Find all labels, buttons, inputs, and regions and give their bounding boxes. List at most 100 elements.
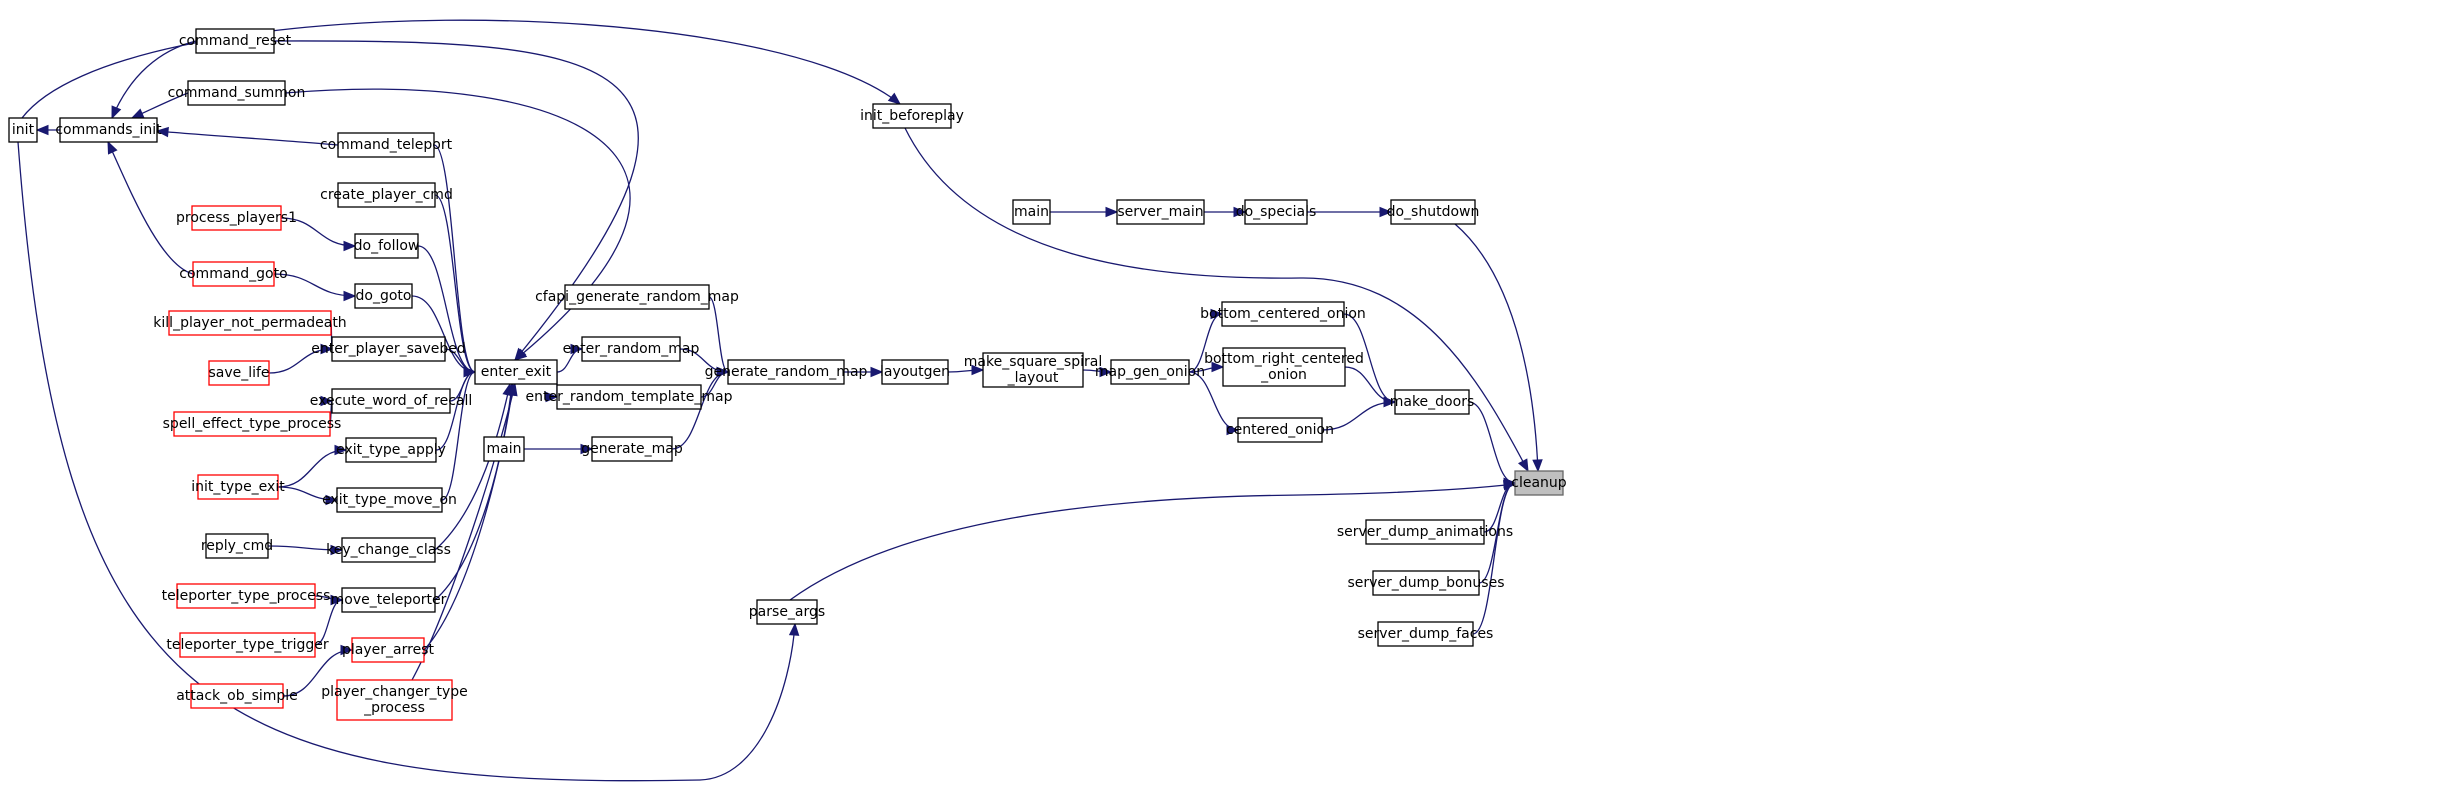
arrowhead [1503,477,1517,489]
node-main-b[interactable]: main [1012,199,1051,225]
edge-attack_ob_simple-to-player_arrest [282,644,354,697]
node-box [1222,347,1346,387]
node-kill-player-not-permadeath[interactable]: kill_player_not_permadeath [153,310,347,336]
node-create-player-cmd[interactable]: create_player_cmd [320,182,453,208]
node-box [173,411,331,437]
node-label: teleporter_type_trigger [166,637,328,653]
node-box [1394,389,1470,415]
node-label: do_shutdown [1387,204,1480,220]
node-init[interactable]: init [8,117,38,143]
arrowhead [320,343,334,355]
node-exit-type-apply[interactable]: exit_type_apply [336,437,446,463]
edge-line [423,383,514,651]
node-box [337,182,436,208]
edge-command_summon-to-enter_exit [284,88,631,361]
arrowhead [580,443,594,455]
node-command-goto[interactable]: command_goto [179,261,288,287]
node-centered-onion[interactable]: centered_onion [1226,417,1334,443]
node-init-type-exit[interactable]: init_type_exit [191,474,285,500]
edge-do_specials-to-do_shutdown [1307,206,1393,218]
node-init-beforeplay[interactable]: init_beforeplay [860,103,964,129]
node-player-changer-type-process[interactable]: player_changer_type_process [321,679,468,721]
node-enter-player-savebed[interactable]: enter_player_savebed [311,336,466,362]
node-map-gen-onion[interactable]: map_gen_onion [1095,359,1205,385]
node-box [1244,199,1308,225]
edge-line [17,141,796,782]
node-generate-map[interactable]: generate_map [581,436,683,462]
node-enter-random-template-map[interactable]: enter_random_template_map [526,384,733,410]
node-do-shutdown[interactable]: do_shutdown [1387,199,1480,225]
edge-make_square_spiral_layout-to-map_gen_onion [1082,366,1113,378]
node-attack-ob-simple[interactable]: attack_ob_simple [176,683,298,709]
node-box [191,205,282,231]
node-cfapi-generate-random-map[interactable]: cfapi_generate_random_map [535,284,739,310]
node-label: save_life [208,365,269,381]
node-commands-init[interactable]: commands_init [55,117,162,143]
node-cleanup[interactable]: cleanup [1511,470,1567,496]
node-command-summon[interactable]: command_summon [168,80,306,106]
node-enter-exit[interactable]: enter_exit [474,359,558,385]
node-main-a[interactable]: main [483,436,525,462]
edge-map_gen_onion-to-bottom_centered_onion [1188,308,1224,373]
node-save-life[interactable]: save_life [208,360,270,386]
node-bottom-right-centered-onion[interactable]: bottom_right_centered_onion [1204,347,1364,387]
arrowhead [1383,396,1397,408]
node-label: execute_word_of_recall [310,393,473,409]
node-box [1012,199,1051,225]
node-label: parse_args [749,604,825,620]
arrowhead [320,395,334,407]
node-layoutgen[interactable]: layoutgen [880,359,950,385]
arrowhead [343,290,357,302]
node-make-doors[interactable]: make_doors [1390,389,1475,415]
edge-init_type_exit-to-exit_type_apply [277,444,348,488]
node-label: move_teleporter [331,592,447,608]
node-box [195,28,275,54]
node-server-dump-faces[interactable]: server_dump_faces [1358,621,1494,647]
node-key-change-class[interactable]: key_change_class [326,537,451,563]
node-box [1116,199,1205,225]
node-label: cfapi_generate_random_map [535,289,739,305]
edge-init_type_exit-to-exit_type_move_on [277,486,339,506]
node-player-arrest[interactable]: player_arrest [342,637,434,663]
node-label: reply_cmd [201,538,273,554]
node-generate-random-map[interactable]: generate_random_map [705,359,868,385]
node-enter-random-map[interactable]: enter_random_map [563,336,700,362]
node-reply-cmd[interactable]: reply_cmd [201,533,273,559]
node-label-line2: _layout [1007,370,1059,386]
node-command-reset[interactable]: command_reset [179,28,292,54]
node-box [727,359,845,385]
node-server-main[interactable]: server_main [1116,199,1205,225]
node-box [1221,301,1345,327]
node-move-teleporter[interactable]: move_teleporter [331,587,447,613]
node-label: kill_player_not_permadeath [153,315,346,331]
node-spell-effect-type-process[interactable]: spell_effect_type_process [163,411,342,437]
node-label: exit_type_move_on [322,492,457,508]
node-box [187,80,286,106]
node-label: server_dump_faces [1358,626,1494,642]
node-parse-args[interactable]: parse_args [749,599,825,625]
node-make-square-spiral-layout[interactable]: make_square_spiral_layout [964,352,1102,388]
node-bottom-centered-onion[interactable]: bottom_centered_onion [1200,301,1366,327]
node-server-dump-animations[interactable]: server_dump_animations [1337,519,1513,545]
node-label: commands_init [55,122,162,138]
node-teleporter-type-trigger[interactable]: teleporter_type_trigger [166,632,329,658]
edge-exit_type_move_on-to-enter_exit [441,366,477,501]
node-server-dump-bonuses[interactable]: server_dump_bonuses [1347,570,1505,596]
node-do-specials[interactable]: do_specials [1236,199,1317,225]
node-label: map_gen_onion [1095,364,1205,380]
node-do-goto[interactable]: do_goto [354,283,413,309]
node-process-players1[interactable]: process_players1 [176,205,297,231]
node-command-teleport[interactable]: command_teleport [320,132,453,158]
node-label: make_square_spiral [964,354,1102,370]
node-label: cleanup [1511,475,1567,491]
edge-commands_init-to-init [35,124,60,136]
node-execute-word-of-recall[interactable]: execute_word_of_recall [310,388,473,414]
node-box [337,132,435,158]
arrowhead [1210,308,1224,320]
arrowhead [887,92,902,105]
node-label: teleporter_type_process [162,588,331,604]
node-exit-type-move-on[interactable]: exit_type_move_on [322,487,457,513]
node-do-follow[interactable]: do_follow [354,233,420,259]
node-teleporter-type-process[interactable]: teleporter_type_process [162,583,331,609]
